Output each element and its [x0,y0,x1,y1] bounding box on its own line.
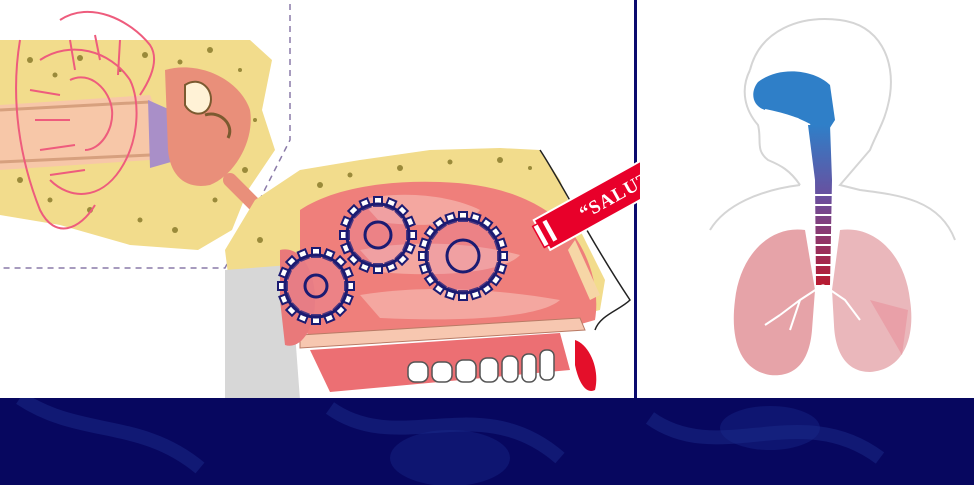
left-lung [734,229,815,375]
respiratory-illustration [640,0,974,403]
footer-band [0,398,974,485]
footer-texture [0,398,974,485]
respiratory-svg [640,0,974,403]
